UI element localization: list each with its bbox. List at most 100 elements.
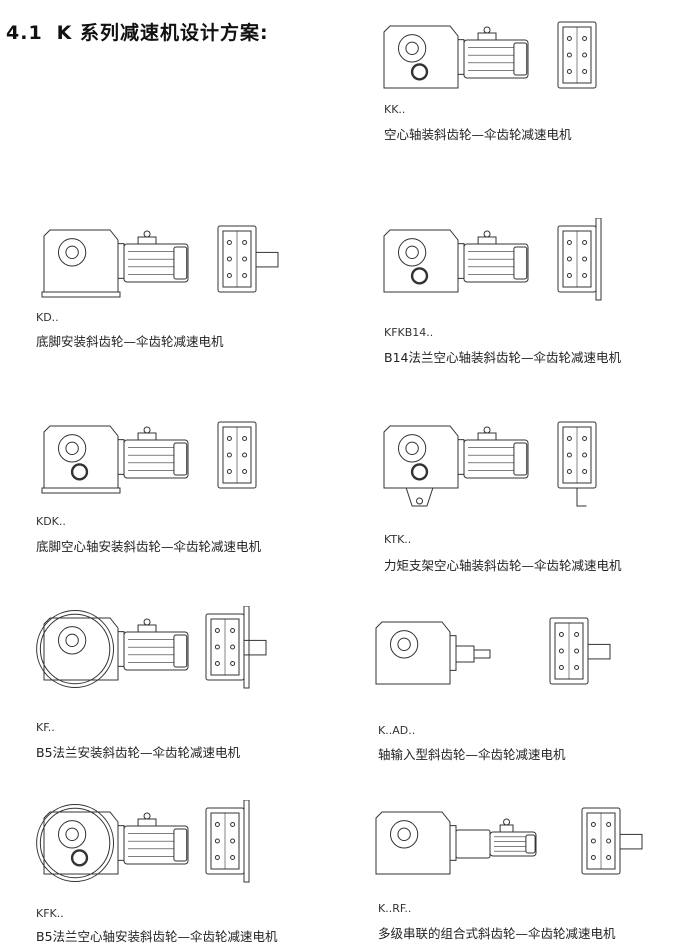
adapter-flange	[457, 39, 465, 75]
bolt-hole	[566, 452, 572, 458]
b5-flange	[36, 610, 115, 688]
bolt-hole	[566, 69, 572, 74]
lifting-eye	[483, 26, 491, 34]
motor-body	[123, 439, 189, 479]
output-shaft-side	[619, 833, 643, 850]
bolt-hole	[566, 52, 572, 58]
gearbox	[375, 621, 457, 685]
input-shaft	[473, 649, 491, 659]
flange-side	[243, 606, 250, 689]
motor	[123, 812, 189, 865]
motor	[463, 426, 529, 479]
output-bore	[397, 34, 427, 63]
model-code: KFKB14..	[384, 326, 434, 339]
bolt-hole	[226, 469, 232, 474]
output-bore	[57, 434, 87, 463]
output-shaft-side	[587, 643, 611, 660]
model-code: KFK..	[36, 907, 64, 920]
bolt-hole	[214, 855, 220, 860]
bolt-hole	[582, 69, 588, 74]
adapter-flange	[449, 825, 457, 861]
motor-body	[123, 825, 189, 865]
hollow-shaft	[410, 463, 429, 481]
bolt-hole	[242, 273, 248, 278]
model-code: K..AD..	[378, 724, 416, 737]
bolt-hole	[590, 822, 596, 827]
bolt-hole	[566, 436, 572, 441]
motor-body	[123, 243, 189, 283]
gearmotor-drawing	[36, 800, 250, 883]
model-code: KD..	[36, 311, 59, 324]
model-code: KF..	[36, 721, 55, 734]
bolt-hole	[226, 452, 232, 458]
model-description: 底脚空心轴安装斜齿轮—伞齿轮减速电机	[36, 539, 262, 554]
fan-cover	[173, 828, 188, 862]
bolt-hole	[214, 628, 220, 633]
b5-flange-inner	[39, 613, 111, 685]
bolt-hole	[230, 822, 236, 827]
output-bore	[397, 434, 427, 463]
side-housing	[557, 21, 597, 89]
design-k-rf	[370, 800, 665, 890]
side-view	[581, 807, 643, 875]
mounting-foot	[41, 487, 121, 494]
side-view	[217, 225, 279, 293]
gearbox	[383, 425, 465, 507]
model-description: 空心轴装斜齿轮—伞齿轮减速电机	[384, 127, 572, 142]
adapter-flange	[117, 439, 125, 475]
gearbox	[41, 425, 125, 494]
lifting-eye	[483, 230, 491, 238]
bolt-hole	[566, 469, 572, 474]
model-description: B14法兰空心轴装斜齿轮—伞齿轮减速电机	[384, 350, 621, 365]
output-bore	[57, 626, 87, 655]
b5-flange-inner	[39, 807, 111, 879]
b5-flange	[36, 804, 115, 882]
terminal-box	[499, 824, 514, 833]
terminal-box	[477, 236, 497, 245]
bolt-hole	[214, 838, 220, 844]
bolt-hole	[230, 838, 236, 844]
output-bore	[397, 238, 427, 267]
terminal-box	[137, 818, 157, 827]
bolt-hole	[226, 240, 232, 245]
bolt-hole	[566, 36, 572, 41]
bolt-hole	[566, 273, 572, 278]
terminal-box	[137, 236, 157, 245]
gearbox	[41, 229, 125, 298]
bolt-hole	[590, 855, 596, 860]
output-shaft	[405, 441, 419, 456]
bolt-hole	[582, 469, 588, 474]
input-shaft-assembly	[455, 645, 491, 663]
bolt-hole	[582, 52, 588, 58]
output-shaft	[65, 441, 79, 456]
side-view	[205, 606, 267, 689]
model-code: KTK..	[384, 533, 412, 546]
gearbox	[383, 229, 465, 293]
output-shaft	[405, 245, 419, 260]
hollow-shaft	[410, 63, 429, 81]
side-view	[205, 800, 250, 883]
terminal-box	[137, 432, 157, 441]
gearbox	[375, 811, 457, 875]
design-ktk	[378, 414, 648, 524]
adapter-flange	[117, 243, 125, 279]
gearbox-housing	[383, 229, 459, 293]
adapter-flange	[449, 635, 457, 671]
lifting-eye	[143, 230, 151, 238]
fan-cover	[173, 246, 188, 280]
hollow-shaft	[410, 267, 429, 285]
bolt-hole	[606, 822, 612, 827]
motor	[463, 230, 529, 283]
output-shaft	[65, 633, 79, 648]
gearbox-housing	[43, 811, 119, 875]
torque-arm-hole	[416, 497, 424, 505]
output-bore	[389, 820, 419, 849]
output-shaft	[65, 827, 79, 842]
output-shaft	[397, 637, 411, 652]
torque-arm	[405, 487, 434, 507]
motor-body	[463, 439, 529, 479]
side-view	[557, 21, 597, 89]
hollow-shaft	[70, 849, 89, 867]
bolt-hole	[582, 256, 588, 262]
